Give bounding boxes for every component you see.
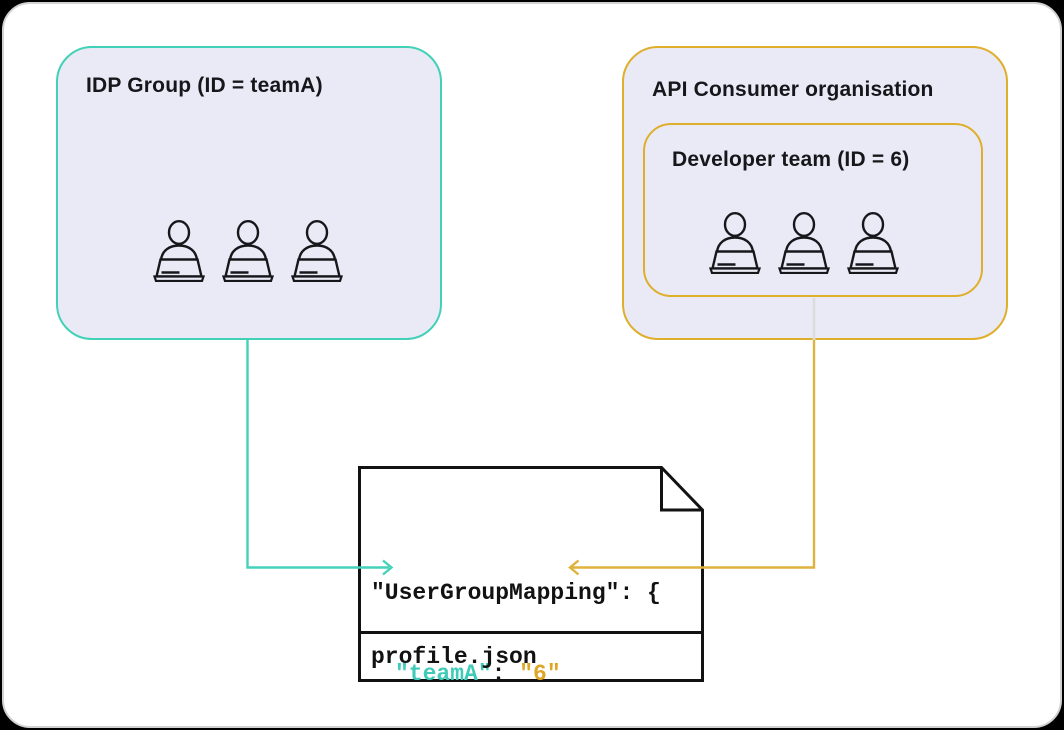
person-laptop-icon [847, 212, 899, 274]
idp-group-title: IDP Group (ID = teamA) [86, 74, 323, 97]
profile-json-document: "UserGroupMapping": { "teamA": "6" } pro… [358, 466, 704, 687]
code-line-1: "UserGroupMapping": { [371, 580, 661, 606]
document-filename: profile.json [371, 643, 537, 670]
person-laptop-icon [153, 220, 205, 282]
mapping-code-block: "UserGroupMapping": { "teamA": "6" } [371, 526, 661, 730]
person-laptop-icon [778, 212, 830, 274]
separator-token: : [491, 661, 520, 687]
developer-team-members [708, 212, 900, 274]
idp-group-members [152, 220, 344, 282]
developer-team-title: Developer team (ID = 6) [672, 148, 910, 171]
developer-team-box [643, 123, 983, 297]
idp-group-box [56, 46, 442, 340]
mapping-key-token: "teamA" [395, 661, 492, 687]
person-laptop-icon [222, 220, 274, 282]
code-line-2: "teamA": "6" [371, 661, 661, 688]
person-laptop-icon [709, 212, 761, 274]
person-laptop-icon [291, 220, 343, 282]
api-consumer-org-title: API Consumer organisation [652, 78, 934, 101]
mapping-value-token: "6" [519, 661, 561, 687]
